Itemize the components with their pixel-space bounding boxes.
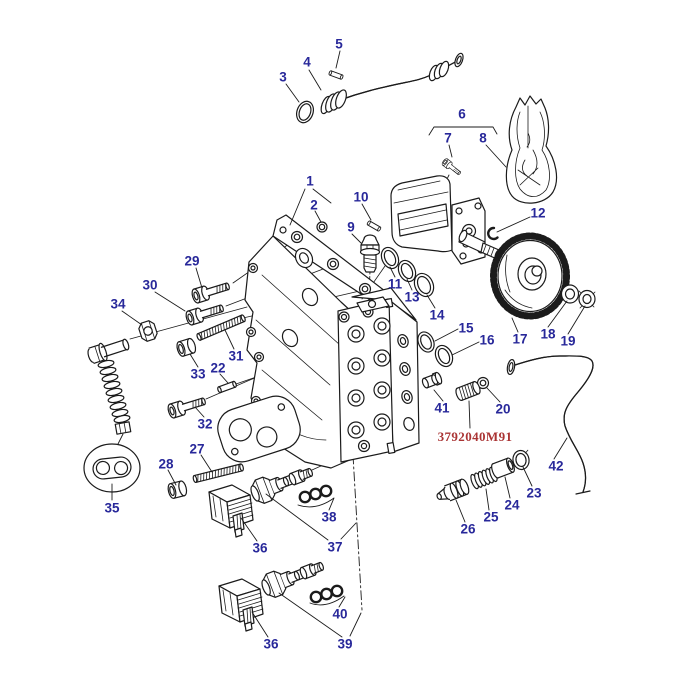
part-label-15: 15 — [458, 320, 474, 336]
part-pipe — [295, 52, 464, 124]
part-label-23: 23 — [526, 485, 542, 501]
part-label-38: 38 — [321, 509, 337, 525]
part-label-41: 41 — [434, 400, 450, 416]
part-label-24: 24 — [504, 497, 520, 513]
part-label-39: 39 — [337, 636, 353, 652]
part-label-12: 12 — [530, 205, 546, 221]
part-gear — [490, 232, 596, 320]
part-plugs — [421, 371, 481, 401]
part-label-29: 29 — [184, 253, 200, 269]
part-label-5: 5 — [335, 36, 343, 52]
part-gasket — [505, 95, 558, 204]
part-label-27: 27 — [189, 441, 205, 457]
part-label-35: 35 — [104, 500, 120, 516]
leader-lines — [111, 50, 586, 638]
part-label-37: 37 — [327, 539, 343, 555]
part-label-36: 36 — [252, 540, 268, 556]
part-number-text: 3792040M91 — [437, 429, 513, 444]
part-banjo-hose — [83, 318, 160, 493]
part-label-9: 9 — [347, 219, 355, 235]
part-relief-valve — [436, 449, 530, 502]
part-label-16: 16 — [479, 332, 495, 348]
part-label-18: 18 — [540, 326, 556, 342]
part-valve-block — [337, 287, 420, 463]
part-label-20: 20 — [495, 401, 511, 417]
part-label-31: 31 — [228, 348, 244, 364]
part-label-19: 19 — [560, 333, 576, 349]
part-label-34: 34 — [110, 296, 126, 312]
part-label-4: 4 — [303, 54, 311, 70]
part-seals — [316, 221, 490, 390]
part-label-7: 7 — [444, 130, 452, 146]
part-label-28: 28 — [158, 456, 174, 472]
part-label-22: 22 — [210, 360, 226, 376]
part-label-14: 14 — [429, 307, 445, 323]
part-label-1: 1 — [306, 173, 314, 189]
part-label-25: 25 — [483, 509, 499, 525]
part-label-11: 11 — [387, 276, 403, 292]
part-label-40: 40 — [332, 606, 348, 622]
part-label-36: 36 — [263, 636, 279, 652]
part-label-3: 3 — [279, 69, 287, 85]
part-label-42: 42 — [548, 458, 564, 474]
part-label-6: 6 — [458, 106, 466, 122]
part-label-30: 30 — [142, 277, 158, 293]
part-label-2: 2 — [310, 197, 318, 213]
part-label-33: 33 — [190, 366, 206, 382]
part-label-8: 8 — [479, 130, 487, 146]
part-sensor — [359, 234, 381, 273]
part-label-26: 26 — [460, 521, 476, 537]
part-label-10: 10 — [353, 189, 369, 205]
part-label-32: 32 — [197, 416, 213, 432]
part-label-17: 17 — [512, 331, 528, 347]
part-hose — [506, 355, 594, 495]
part-label-13: 13 — [404, 289, 420, 305]
part-pump — [390, 157, 502, 265]
